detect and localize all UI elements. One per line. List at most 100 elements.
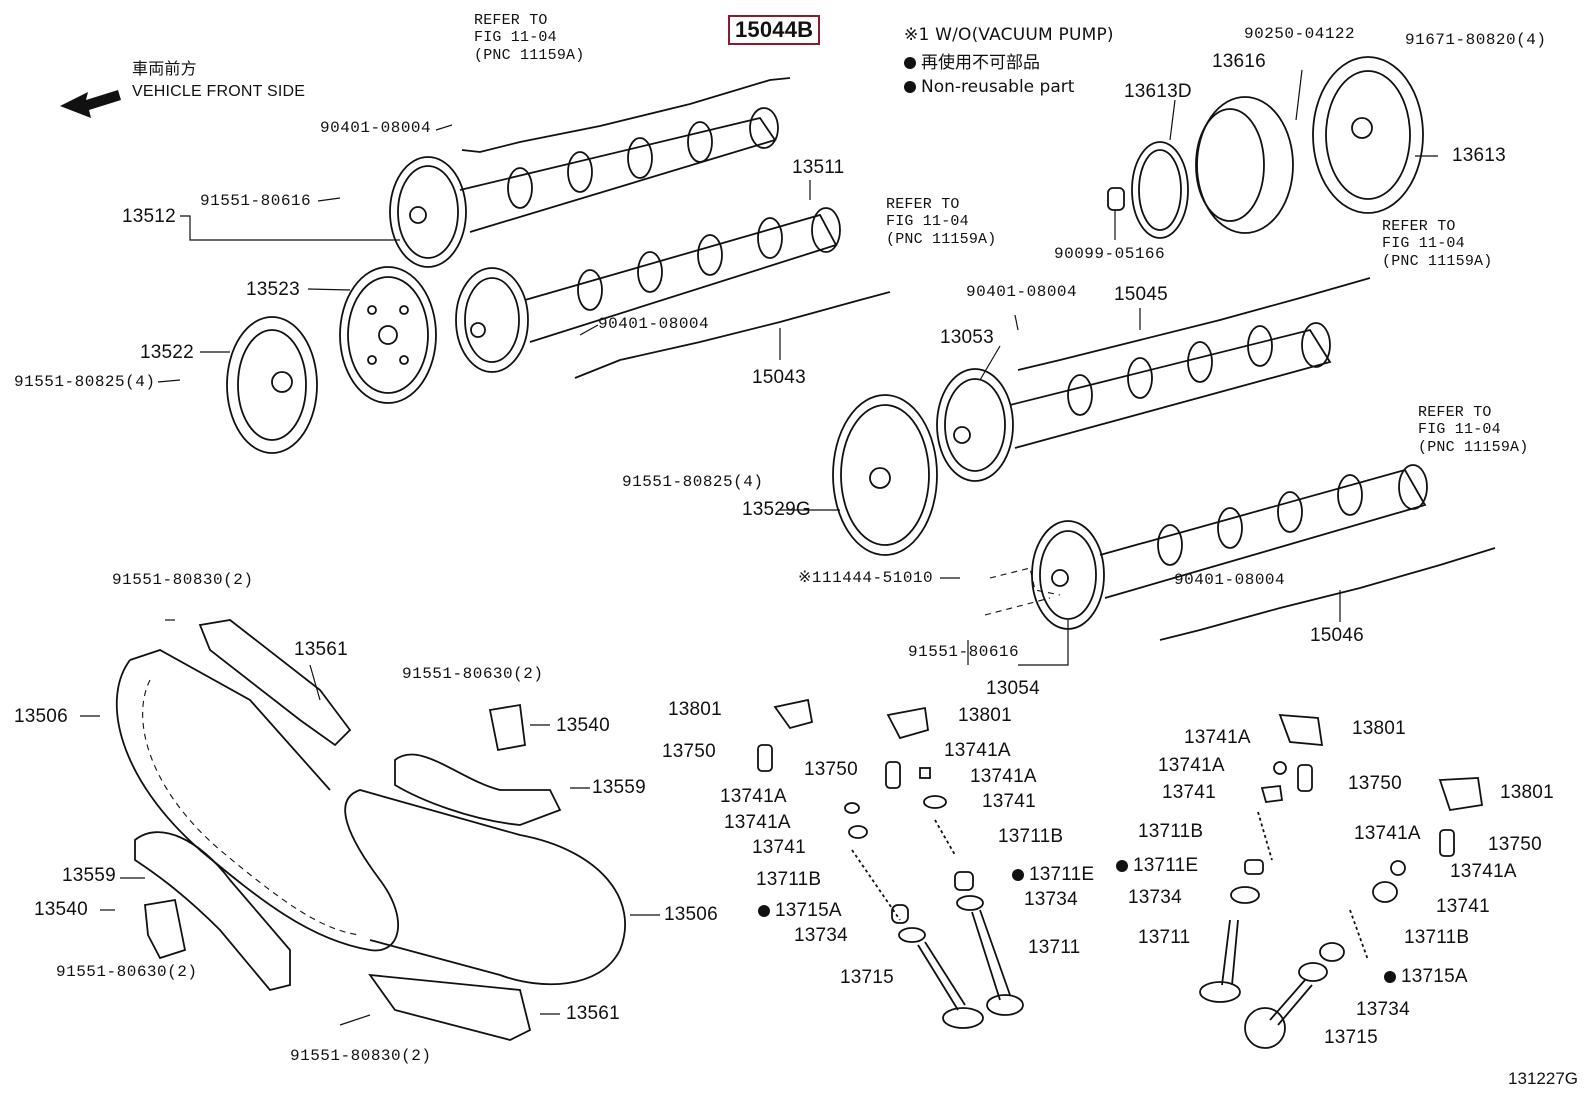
part-label[interactable]: 13616 (1212, 51, 1266, 72)
part-label[interactable]: 13734 (794, 925, 848, 946)
part-label[interactable]: 13741A (724, 812, 791, 833)
part-label[interactable]: ※111444-51010 (798, 569, 934, 587)
legend-nonreuse-en-row: Non-reusable part (904, 76, 1074, 100)
valve-set-4 (1244, 777, 1484, 1049)
seal-13613d (1131, 141, 1189, 239)
part-label[interactable]: 13741A (720, 786, 787, 807)
part-label[interactable]: 13561 (566, 1003, 620, 1024)
part-label[interactable]: 13511 (792, 157, 845, 178)
part-label[interactable]: 91551-80616 (200, 192, 312, 210)
chain-guide-13559-b (134, 831, 291, 992)
figure-code: 131227G (1508, 1069, 1578, 1088)
part-label[interactable]: 13053 (940, 327, 994, 348)
legend-note1: ※1 W/O(VACUUM PUMP) (904, 25, 1114, 45)
part-label[interactable]: 13801 (1500, 782, 1554, 803)
oil-pipe-15043 (574, 291, 891, 379)
part-label[interactable]: 13801 (1352, 718, 1406, 739)
part-label[interactable]: 13741 (1162, 782, 1216, 803)
part-label[interactable]: 13734 (1128, 887, 1182, 908)
part-label[interactable]: 13801 (958, 705, 1012, 726)
part-label[interactable]: 13523 (246, 279, 300, 300)
part-label[interactable]: 91551-80825(4) (622, 473, 764, 491)
part-label[interactable]: 90401-08004 (598, 315, 710, 333)
part-label[interactable]: 91551-80825(4) (14, 373, 156, 391)
part-label[interactable]: 13561 (294, 639, 348, 660)
part-label[interactable]: 13750 (662, 741, 716, 762)
part-label[interactable]: 91671-80820(4) (1405, 31, 1547, 49)
part-label[interactable]: 13613D (1124, 81, 1192, 102)
part-label[interactable]: 90401-08004 (1174, 571, 1286, 589)
camshaft-13511 (455, 207, 841, 373)
part-label[interactable]: 13734 (1024, 889, 1078, 910)
timing-chain-13506-a (115, 659, 626, 986)
part-label[interactable]: 13741A (970, 766, 1037, 787)
valve-set-3 (1199, 713, 1324, 1003)
non-reusable-dot-icon (1384, 971, 1396, 983)
chain-guide-13561-a (198, 619, 352, 747)
vehicle-front-arrow-icon (60, 90, 121, 118)
part-label[interactable]: 13741 (1436, 896, 1490, 917)
part-label[interactable]: 13711B (998, 826, 1064, 847)
part-label-nonreusable[interactable]: 13711E (1116, 856, 1198, 875)
part-label[interactable]: 90401-08004 (320, 119, 432, 137)
part-label[interactable]: 91551-80830(2) (112, 571, 254, 589)
part-label[interactable]: 13711B (1138, 821, 1204, 842)
part-label-nonreusable[interactable]: 13715A (1384, 967, 1468, 986)
part-label[interactable]: 13711 (1138, 927, 1191, 948)
part-label[interactable]: 91551-80630(2) (402, 665, 544, 683)
oil-pipe-15044b (461, 77, 791, 153)
part-label[interactable]: 13750 (1348, 773, 1402, 794)
part-label[interactable]: 13741A (944, 740, 1011, 761)
part-label[interactable]: 13540 (556, 715, 610, 736)
part-label[interactable]: 13613 (1452, 145, 1506, 166)
part-label[interactable]: 13741A (1354, 823, 1421, 844)
part-label[interactable]: 15046 (1310, 625, 1364, 646)
part-label[interactable]: 91551-80616 (908, 643, 1020, 661)
part-label[interactable]: 13741A (1184, 727, 1251, 748)
highlight-part-15044b[interactable]: 15044B (728, 15, 821, 45)
leader-lines (80, 69, 1438, 1026)
oil-pipe-15046 (1159, 547, 1496, 641)
part-label[interactable]: 13741A (1450, 861, 1517, 882)
part-label[interactable]: 13711 (1028, 937, 1081, 958)
part-label-nonreusable[interactable]: 13711E (1012, 865, 1094, 884)
part-label[interactable]: 13559 (62, 865, 116, 886)
part-label[interactable]: 13715 (1324, 1027, 1378, 1048)
legend-nonreuse-jp: 再使用不可部品 (921, 53, 1040, 73)
part-label[interactable]: 13522 (140, 342, 194, 363)
pulley-13613 (1312, 56, 1424, 214)
part-label[interactable]: 13559 (592, 777, 646, 798)
part-label[interactable]: 13506 (664, 904, 718, 925)
part-label[interactable]: 13711B (1404, 927, 1470, 948)
legend-nonreuse-jp-row: 再使用不可部品 (904, 52, 1040, 76)
part-label[interactable]: 13054 (986, 678, 1040, 699)
part-label[interactable]: 13741 (752, 837, 806, 858)
part-label[interactable]: 13512 (122, 206, 176, 227)
part-label[interactable]: 13741A (1158, 755, 1225, 776)
part-label-nonreusable[interactable]: 13715A (758, 901, 842, 920)
legend-nonreuse-en: Non-reusable part (921, 77, 1075, 97)
sprocket-13523 (339, 266, 437, 404)
part-label[interactable]: 90401-08004 (966, 283, 1078, 301)
part-label[interactable]: 90250-04122 (1244, 25, 1356, 43)
part-label[interactable]: 13741 (982, 791, 1036, 812)
part-label[interactable]: 13529G (742, 499, 811, 520)
part-label[interactable]: 91551-80830(2) (290, 1047, 432, 1065)
tensioner-13540-b (144, 898, 187, 960)
part-label[interactable]: 13715 (840, 967, 894, 988)
non-reusable-dot-icon (758, 905, 770, 917)
part-label[interactable]: 13540 (34, 899, 88, 920)
part-label[interactable]: 13506 (14, 706, 68, 727)
part-label[interactable]: 13750 (1488, 834, 1542, 855)
part-label[interactable]: 13750 (804, 759, 858, 780)
part-label[interactable]: 91551-80630(2) (56, 963, 198, 981)
part-label[interactable]: 13734 (1356, 999, 1410, 1020)
part-label[interactable]: 15043 (752, 367, 806, 388)
part-label[interactable]: 90099-05166 (1054, 245, 1166, 263)
part-label[interactable]: 13801 (668, 699, 722, 720)
part-label[interactable]: 13711B (756, 869, 822, 890)
part-label[interactable]: 15045 (1114, 284, 1168, 305)
